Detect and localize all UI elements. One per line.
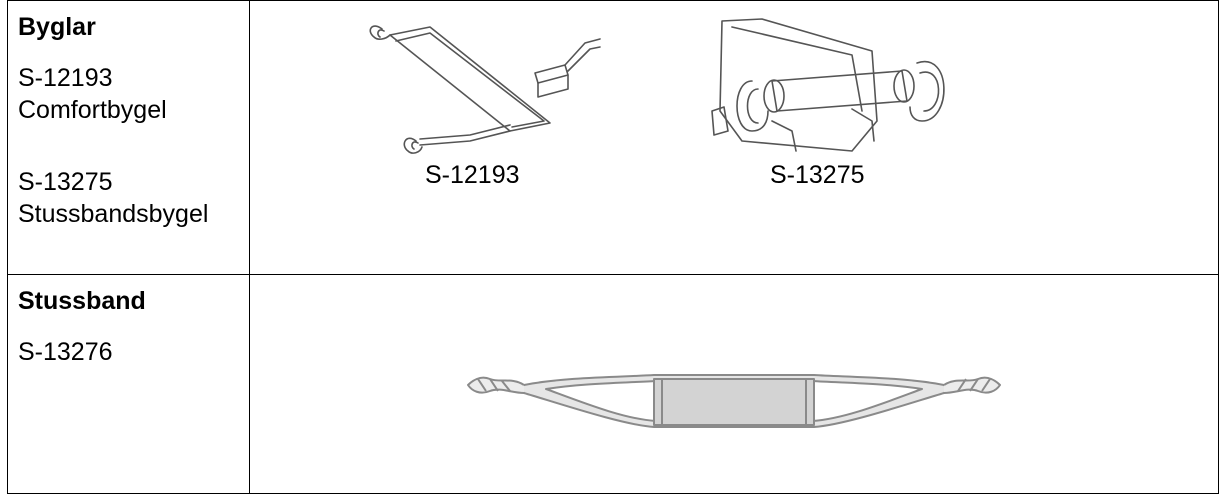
caption-s-12193: S-12193 bbox=[425, 161, 520, 189]
image-cell-stussband bbox=[249, 274, 1219, 494]
stussbandsbygel-illustration bbox=[711, 18, 945, 152]
accessories-table: Byglar S-12193 Comfortbygel S-13275 Stus… bbox=[7, 0, 1219, 494]
label-cell-byglar: Byglar S-12193 Comfortbygel S-13275 Stus… bbox=[7, 0, 250, 275]
caption-s-13275: S-13275 bbox=[770, 161, 865, 189]
table-row: Byglar S-12193 Comfortbygel S-13275 Stus… bbox=[7, 0, 1219, 275]
item-code: S-13276 bbox=[18, 338, 113, 366]
item-name: Stussbandsbygel bbox=[18, 200, 209, 228]
item-code: S-12193 bbox=[18, 64, 113, 92]
row-title-stussband: Stussband bbox=[18, 287, 146, 315]
comfortbygel-illustration bbox=[369, 25, 601, 154]
item-code: S-13275 bbox=[18, 168, 113, 196]
row-title-byglar: Byglar bbox=[18, 13, 96, 41]
item-name: Comfortbygel bbox=[18, 96, 167, 124]
image-cell-byglar: S-12193 S-13275 bbox=[249, 0, 1219, 275]
label-cell-stussband: Stussband S-13276 bbox=[7, 274, 250, 494]
stussband-illustration bbox=[467, 374, 1001, 428]
table-row: Stussband S-13276 bbox=[7, 274, 1219, 494]
